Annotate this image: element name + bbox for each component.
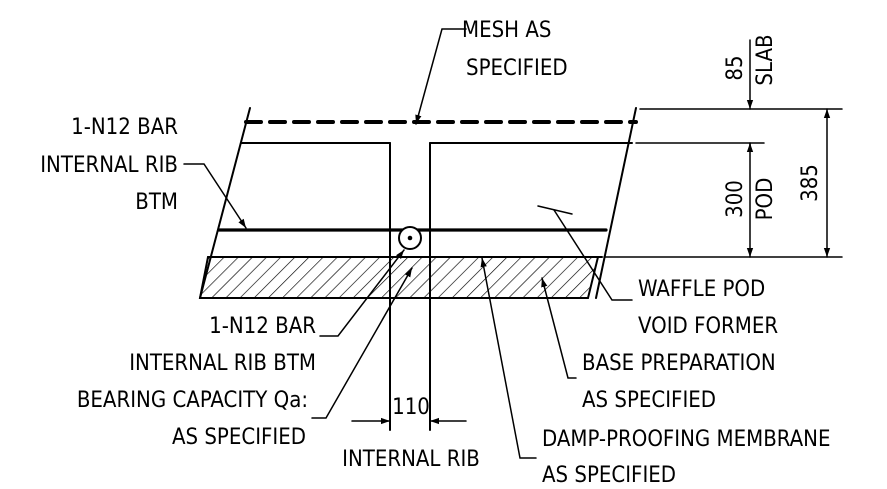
dimension-pod: 300 POD — [723, 142, 778, 258]
dim-pod-value: 300 — [723, 180, 748, 218]
label-bar-top-3: BTM — [135, 190, 178, 215]
leader-lines — [183, 28, 633, 459]
dim-total: 385 — [798, 164, 823, 202]
label-bar-top-2: INTERNAL RIB — [40, 153, 178, 178]
label-internal-rib: INTERNAL RIB — [342, 447, 480, 472]
label-waffle-1: WAFFLE POD — [638, 277, 765, 302]
dim-pod-name: POD — [753, 178, 778, 221]
label-mesh-2: SPECIFIED — [466, 56, 568, 81]
label-waffle-2: VOID FORMER — [638, 314, 778, 339]
label-bearing-2: AS SPECIFIED — [172, 425, 306, 450]
label-bar-top-1: 1-N12 BAR — [71, 115, 178, 140]
dimension-total: 385 — [798, 108, 831, 258]
base-preparation-hatch — [198, 256, 600, 299]
dim-slab-name: SLAB — [753, 34, 778, 85]
label-base-2: AS SPECIFIED — [582, 388, 716, 413]
label-mesh-1: MESH AS — [462, 18, 551, 43]
label-bar-bottom-1: 1-N12 BAR — [209, 314, 316, 339]
label-bearing-1: BEARING CAPACITY Qa: — [77, 388, 308, 413]
n12-bar-icon — [398, 226, 422, 250]
extension-lines — [603, 108, 843, 258]
dimension-rib-width: 110 — [351, 395, 467, 425]
dimension-slab: 85 SLAB — [723, 34, 778, 151]
label-membrane-2: AS SPECIFIED — [542, 463, 676, 488]
label-base-1: BASE PREPARATION — [582, 351, 776, 376]
dim-slab-value: 85 — [723, 55, 748, 80]
label-membrane-1: DAMP-PROOFING MEMBRANE — [542, 427, 831, 452]
dim-rib-width: 110 — [392, 395, 430, 420]
label-bar-bottom-2: INTERNAL RIB BTM — [129, 351, 316, 376]
